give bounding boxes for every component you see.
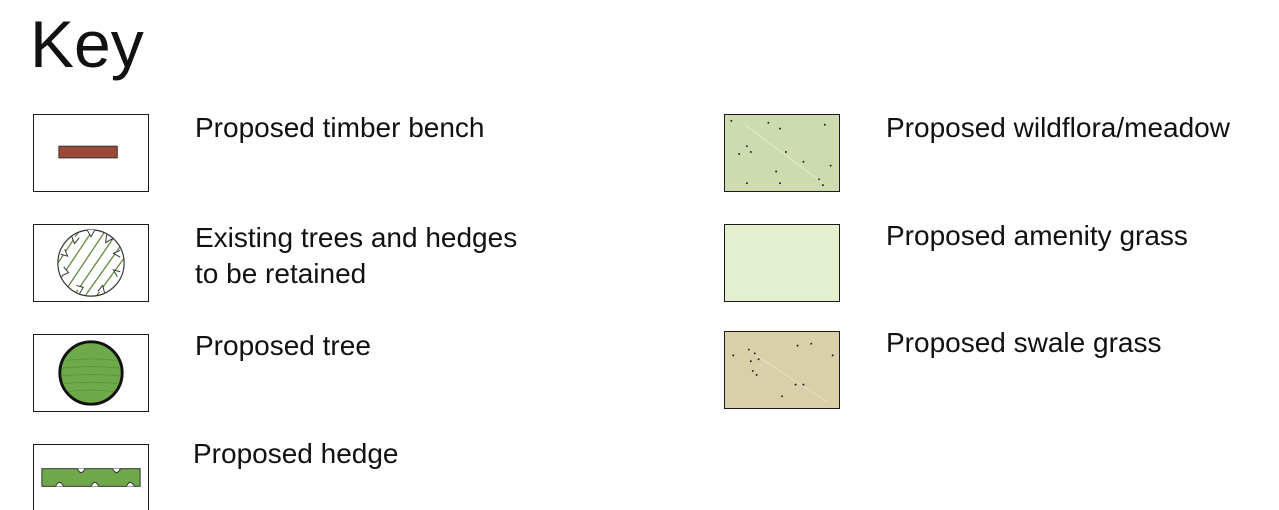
swale-grass-texture — [732, 342, 834, 403]
proposed-tree-icon — [58, 340, 124, 406]
existing-tree-icon — [57, 229, 125, 297]
existing-trees-swatch — [33, 224, 149, 302]
proposed-hedge-swatch — [33, 444, 149, 510]
swale-grass-swatch — [724, 331, 840, 409]
existing-trees-label-line2: to be retained — [195, 258, 367, 289]
proposed-hedge-icon — [41, 468, 141, 487]
timber-bench-icon — [58, 145, 118, 159]
proposed-hedge-label: Proposed hedge — [193, 438, 399, 469]
meadow-swatch-texture — [730, 119, 832, 187]
proposed-tree-label: Proposed tree — [195, 330, 371, 361]
amenity-grass-swatch — [724, 224, 840, 302]
proposed-tree-swatch — [33, 334, 149, 412]
swale-grass-label: Proposed swale grass — [886, 327, 1162, 358]
key-title: Key — [30, 7, 144, 81]
meadow-swatch — [724, 114, 840, 192]
timber-bench-label: Proposed timber bench — [195, 112, 485, 143]
existing-trees-label-line1: Existing trees and hedges — [195, 222, 518, 253]
timber-bench-swatch — [33, 114, 149, 192]
amenity-grass-label: Proposed amenity grass — [886, 220, 1188, 251]
meadow-label: Proposed wildflora/meadow — [886, 112, 1230, 143]
